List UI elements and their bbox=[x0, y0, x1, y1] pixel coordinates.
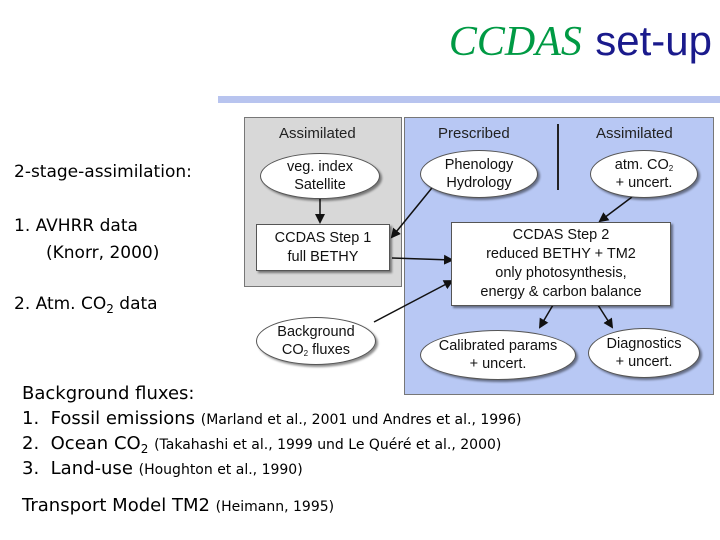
flux-item-label: Fossil emissions bbox=[50, 408, 196, 429]
flux-item-label: Land-use bbox=[50, 458, 133, 479]
transport-label: Transport Model TM2 bbox=[22, 495, 210, 516]
atm-co2-line2: + uncert. bbox=[615, 175, 673, 191]
transport-model: Transport Model TM2 (Heimann, 1995) bbox=[22, 495, 334, 516]
background-subscript: 2 bbox=[303, 349, 309, 358]
gray-panel-header: Assimilated bbox=[279, 125, 356, 142]
flux-item-number: 2. bbox=[22, 433, 40, 454]
slide-title: CCDAS set-up bbox=[448, 17, 712, 65]
two-stage-heading: 2-stage-assimilation: bbox=[14, 162, 192, 182]
atm-co2-item-subscript: 2 bbox=[106, 302, 114, 316]
flux-item-subscript: 2 bbox=[140, 442, 149, 456]
atm-co2-label: atm. CO bbox=[614, 156, 669, 173]
calibrated-params-node: Calibrated params + uncert. bbox=[420, 330, 576, 380]
step2-line3: only photosynthesis, bbox=[495, 265, 627, 281]
step2-line2: reduced BETHY + TM2 bbox=[486, 246, 636, 263]
flux-item-ref: (Houghton et al., 1990) bbox=[138, 462, 303, 478]
title-ccdas: CCDAS bbox=[448, 19, 582, 65]
background-line1: Background bbox=[277, 323, 355, 340]
flux-item-fossil: 1. Fossil emissions (Marland et al., 200… bbox=[22, 408, 521, 429]
flux-item-ocean: 2. Ocean CO2 (Takahashi et al., 1999 und… bbox=[22, 433, 501, 456]
phenology-line1: Phenology bbox=[444, 156, 514, 173]
atm-co2-item: 2. Atm. CO2 data bbox=[14, 294, 158, 316]
flux-item-number: 1. bbox=[22, 408, 40, 429]
flux-item-label: Ocean CO bbox=[50, 433, 141, 454]
flux-item-ref: (Takahashi et al., 1999 und Le Quéré et … bbox=[154, 437, 502, 453]
background-fluxes-heading: Background fluxes: bbox=[22, 383, 195, 404]
transport-ref: (Heimann, 1995) bbox=[215, 499, 335, 515]
atm-co2-item-tail: data bbox=[113, 294, 158, 314]
atm-co2-subscript: 2 bbox=[668, 163, 674, 173]
step2-line4: energy & carbon balance bbox=[480, 283, 642, 300]
calibrated-line2: + uncert. bbox=[469, 356, 527, 372]
diagnostics-line2: + uncert. bbox=[615, 354, 673, 370]
diagnostics-node: Diagnostics + uncert. bbox=[588, 328, 700, 378]
step2-node: CCDAS Step 2 reduced BETHY + TM2 only phot… bbox=[451, 222, 671, 306]
veg-index-line2: Satellite bbox=[294, 177, 346, 193]
flux-item-ref: (Marland et al., 2001 und Andres et al.,… bbox=[200, 412, 522, 428]
atm-co2-node: atm. CO2 + uncert. bbox=[590, 150, 698, 198]
diagnostics-line1: Diagnostics bbox=[606, 335, 682, 352]
veg-index-line1: veg. index bbox=[286, 158, 354, 175]
title-setup: set-up bbox=[595, 17, 712, 64]
step1-line1: CCDAS Step 1 bbox=[274, 230, 372, 247]
flux-item-landuse: 3. Land-use (Houghton et al., 1990) bbox=[22, 458, 303, 479]
atm-co2-item-label: 2. Atm. CO bbox=[14, 294, 107, 314]
prescribed-header: Prescribed bbox=[438, 125, 510, 142]
background-fluxes-label: fluxes bbox=[308, 342, 351, 358]
panel-separator bbox=[557, 124, 559, 190]
avhrr-ref: (Knorr, 2000) bbox=[46, 243, 160, 263]
calibrated-line1: Calibrated params bbox=[438, 337, 558, 354]
assimilated-header: Assimilated bbox=[596, 125, 673, 142]
step2-line1: CCDAS Step 2 bbox=[512, 227, 610, 244]
background-co-label: CO bbox=[281, 342, 304, 358]
title-underline bbox=[218, 96, 720, 103]
step1-line2: full BETHY bbox=[287, 248, 359, 265]
flux-item-number: 3. bbox=[22, 458, 40, 479]
phenology-line2: Hydrology bbox=[446, 175, 512, 191]
avhrr-item: 1. AVHRR data bbox=[14, 216, 138, 236]
